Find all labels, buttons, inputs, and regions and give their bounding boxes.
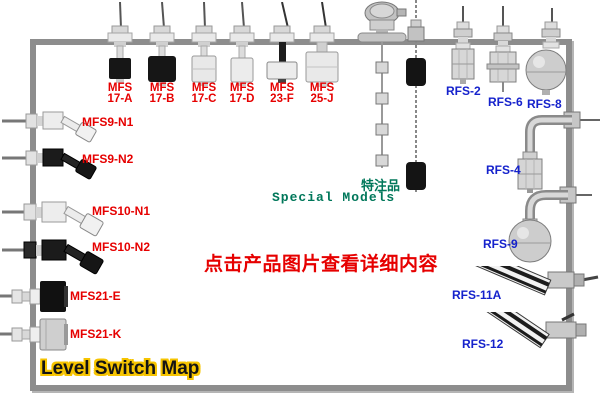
vertical-float-switch-icon — [451, 6, 475, 84]
product-label-mfs10-n2: MFS10-N2 — [92, 240, 151, 254]
product-label-rfs-2: RFS-2 — [446, 84, 481, 98]
product-image-mfs17-d[interactable] — [218, 1, 266, 88]
spherical-float-switch-icon — [525, 8, 567, 95]
product-image-mfs17-a[interactable] — [96, 1, 144, 86]
product-image-mfs10-n1[interactable] — [2, 193, 112, 243]
label-line: MFS — [191, 82, 217, 94]
product-image-mfs25-j[interactable] — [298, 1, 346, 90]
product-image-mfs9-n1[interactable] — [2, 104, 102, 150]
vertical-float-switch-icon — [486, 6, 520, 92]
product-image-special-cable-suspended[interactable] — [403, 0, 429, 196]
product-label-mfs21-k: MFS21-K — [70, 327, 122, 341]
side-mount-float-switch-icon — [2, 239, 104, 275]
product-image-mfs9-n2[interactable] — [2, 141, 102, 189]
vertical-float-switch-icon — [266, 1, 298, 83]
vertical-float-switch-icon — [229, 1, 255, 86]
product-image-special-flange-multipoint[interactable] — [350, 0, 414, 175]
label-line: 17-B — [149, 92, 175, 105]
special-models-label-en: Special Models — [272, 190, 396, 205]
product-image-mfs23-f[interactable] — [258, 1, 306, 86]
special-models-label-cn: 特注品 — [360, 178, 400, 193]
label-line: 23-F — [270, 92, 294, 105]
label-line: MFS — [149, 82, 175, 94]
horizontal-drum-float-switch-icon — [0, 318, 68, 351]
side-mount-float-switch-icon — [2, 201, 104, 237]
product-image-rfs-9[interactable] — [484, 183, 600, 265]
product-label-rfs-4: RFS-4 — [486, 163, 521, 177]
product-label-rfs-6: RFS-6 — [488, 95, 523, 109]
label-line: 17-D — [229, 92, 255, 105]
label-line: MFS — [107, 82, 133, 94]
product-image-mfs21-e[interactable] — [0, 279, 72, 315]
product-image-mfs17-b[interactable] — [138, 1, 186, 88]
side-mount-float-switch-icon — [2, 148, 97, 180]
elbow-pipe-float-switch-icon — [517, 111, 600, 193]
product-image-mfs21-k[interactable] — [0, 317, 72, 353]
label-line: 17-A — [107, 92, 133, 105]
click-instruction-text: 点击产品图片查看详细内容 — [204, 254, 439, 275]
product-label-rfs-12: RFS-12 — [462, 337, 504, 351]
side-mount-float-switch-icon — [2, 111, 97, 143]
page-title-banner: Level Switch Map — [41, 358, 200, 379]
vertical-float-switch-icon — [191, 1, 217, 86]
label-line: MFS — [229, 82, 255, 94]
vertical-float-switch-icon — [305, 1, 339, 87]
product-image-rfs-2[interactable] — [447, 6, 479, 86]
product-image-rfs-8[interactable] — [524, 8, 568, 98]
product-label-mfs10-n1: MFS10-N1 — [92, 204, 151, 218]
product-label-rfs-8: RFS-8 — [527, 97, 562, 111]
product-label-rfs-9: RFS-9 — [483, 237, 518, 251]
label-line: MFS — [309, 82, 335, 94]
label-line: 17-C — [191, 92, 217, 105]
product-image-mfs17-c[interactable] — [180, 1, 228, 88]
product-label-mfs9-n1: MFS9-N1 — [82, 115, 134, 129]
product-label-mfs9-n2: MFS9-N2 — [82, 152, 134, 166]
vertical-float-switch-icon — [148, 1, 176, 86]
product-image-mfs10-n2[interactable] — [2, 231, 112, 281]
label-line: MFS — [269, 82, 295, 94]
product-image-rfs-4[interactable] — [488, 108, 600, 194]
cable-float-switch-icon — [406, 0, 426, 192]
label-line: 25-J — [310, 92, 334, 105]
flange-multilevel-switch-icon — [357, 1, 407, 168]
vertical-float-switch-icon — [107, 1, 133, 83]
product-image-rfs-6[interactable] — [486, 6, 520, 94]
horizontal-drum-float-switch-icon — [0, 281, 68, 312]
product-label-mfs21-e: MFS21-E — [70, 289, 121, 303]
product-label-rfs-11a: RFS-11A — [452, 288, 502, 302]
elbow-pipe-spherical-float-switch-icon — [508, 186, 592, 263]
